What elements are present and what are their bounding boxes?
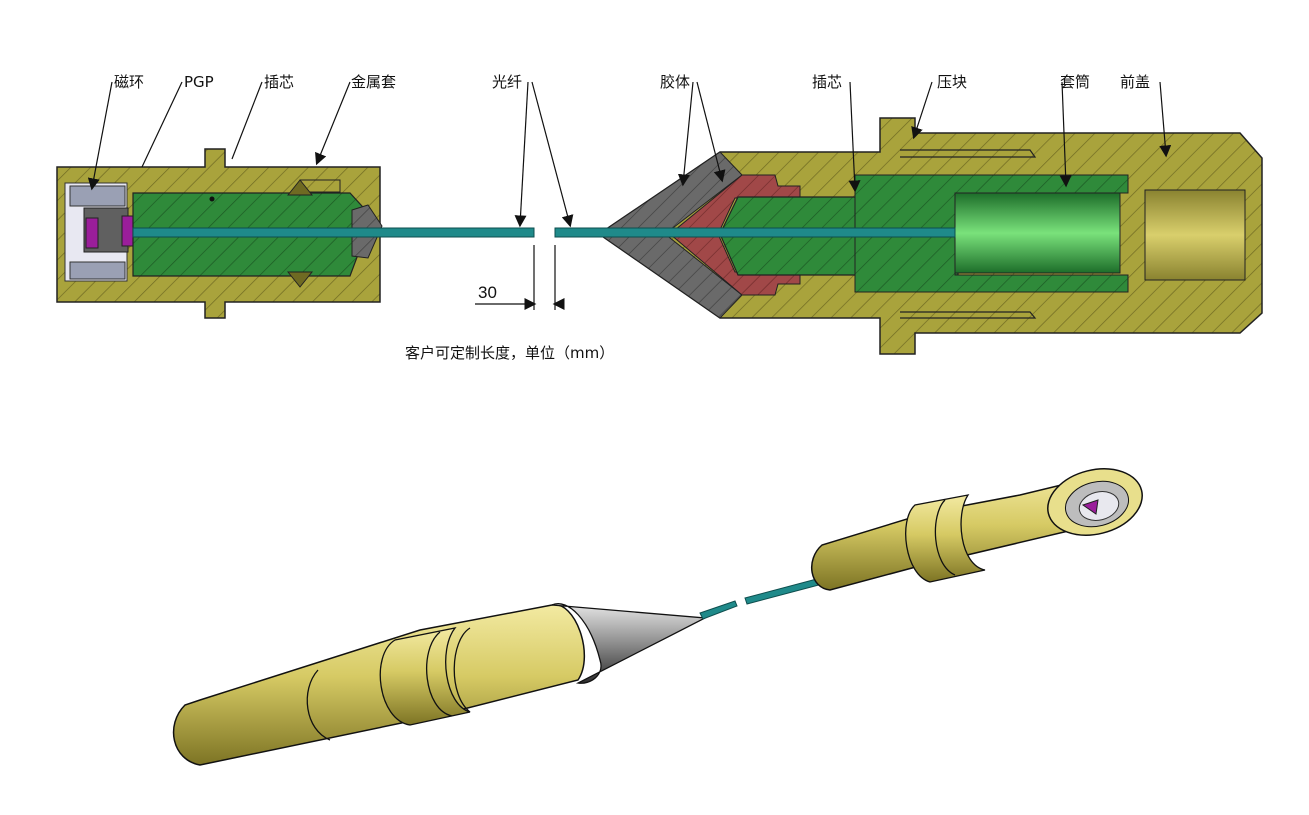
render-right-flange: [905, 494, 986, 583]
ring-magnet: [69, 185, 126, 207]
label-cha-xin-right: 插芯: [812, 73, 842, 91]
label-ya-kuai: 压块: [937, 73, 967, 91]
leader-lines: [87, 81, 1172, 310]
label-qian-gai: 前盖: [1120, 73, 1150, 91]
render-left-flange: [379, 627, 471, 726]
sleeve-bore: [954, 192, 1121, 274]
label-jiao-ti: 胶体: [660, 73, 690, 91]
label-ci-huan: 磁环: [114, 73, 144, 91]
label-pgp: PGP: [184, 73, 214, 91]
left-fiber: [132, 227, 535, 238]
render-left-cone: [551, 603, 708, 684]
front-cover-bore: [1144, 189, 1246, 281]
label-guang-xian: 光纤: [492, 73, 522, 91]
sleeve: [854, 174, 1129, 293]
connector-3d-render: [172, 468, 1143, 766]
label-cha-xin-left: 插芯: [264, 73, 294, 91]
caption: 客户可定制长度，单位（mm）: [405, 344, 614, 362]
part-labels: 磁环 PGP 插芯 金属套 光纤 胶体 插芯 压块 套筒 前盖 30 客户可定制…: [114, 73, 1150, 362]
left-connector-section: [56, 148, 535, 319]
right-connector-section: [554, 117, 1263, 355]
label-jin-shu-tao: 金属套: [351, 73, 396, 91]
render-fiber-left: [699, 600, 738, 620]
render-left-body: [172, 604, 586, 766]
dimension-value: 30: [478, 283, 497, 302]
right-fiber: [554, 227, 956, 238]
label-tao-tong: 套筒: [1060, 73, 1090, 91]
